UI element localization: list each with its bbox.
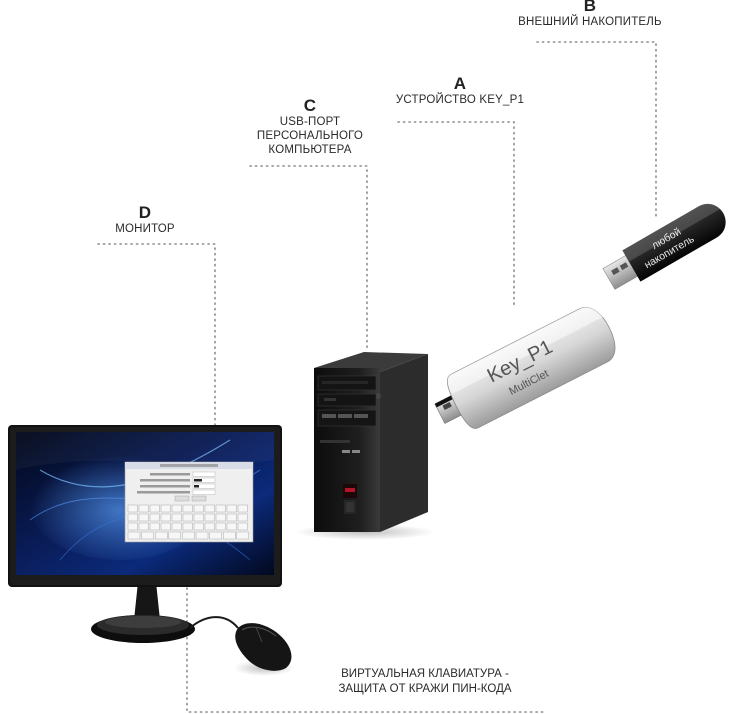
leader-line-d [97,243,216,427]
pc-tower [295,352,435,540]
label-a: A УСТРОЙСТВО KEY_P1 [360,74,560,107]
virtual-key [215,522,226,531]
virtual-key [204,513,215,522]
virtual-key [127,522,138,531]
leader-lines [97,41,657,713]
virtual-key [226,522,237,531]
virtual-key [193,522,204,531]
virtual-key [160,522,171,531]
virtual-key [237,522,248,531]
virtual-key [127,513,138,522]
virtual-key [171,513,182,522]
leader-line-b [536,41,657,221]
label-c-line3: КОМПЬЮТЕРА [268,144,352,156]
virtual-key [209,531,222,540]
virtual-key [168,531,182,540]
label-d-text: МОНИТОР [115,223,175,235]
virtual-key [160,513,171,522]
label-c-letter: C [303,96,317,115]
label-c: C USB-ПОРТ ПЕРСОНАЛЬНОГО КОМПЬЮТЕРА [240,96,380,157]
label-c-line1: USB-ПОРТ [279,116,341,128]
virtual-key [204,504,215,513]
virtual-key [127,504,138,513]
virtual-key [149,504,160,513]
virtual-key [149,522,160,531]
mouse [189,616,294,676]
virtual-key [237,513,248,522]
label-b: B ВНЕШНИЙ НАКОПИТЕЛЬ [490,0,690,29]
leader-line-c [249,165,368,351]
bottom-note: ВИРТУАЛЬНАЯ КЛАВИАТУРА - ЗАЩИТА ОТ КРАЖИ… [310,667,540,697]
virtual-key [154,531,168,540]
virtual-key [138,513,149,522]
monitor [8,425,282,643]
virtual-key [215,513,226,522]
flash-drive: любой накопитель [602,203,726,290]
label-a-letter: A [453,74,467,93]
virtual-key [182,513,193,522]
virtual-key [138,504,149,513]
virtual-key [149,513,160,522]
leader-line-keyboard [186,587,546,713]
label-d-letter: D [138,203,152,222]
virtual-key [222,531,236,540]
virtual-key [226,513,237,522]
virtual-key [237,504,248,513]
virtual-key [204,522,215,531]
virtual-key [182,504,193,513]
virtual-key [160,504,171,513]
virtual-keyboard-keys [127,504,250,540]
bottom-note-line2: ЗАЩИТА ОТ КРАЖИ ПИН-КОДА [338,683,512,695]
virtual-key [182,531,195,540]
virtual-key [215,504,226,513]
virtual-key [138,522,149,531]
virtual-key [182,522,193,531]
virtual-key [195,531,209,540]
virtual-key [171,504,182,513]
virtual-key [171,522,182,531]
virtual-key [236,531,250,540]
label-c-line2: ПЕРСОНАЛЬНОГО [256,130,364,142]
label-a-text: УСТРОЙСТВО KEY_P1 [395,94,525,106]
label-b-letter: B [583,0,597,15]
bottom-note-line1: ВИРТУАЛЬНАЯ КЛАВИАТУРА - [341,668,509,680]
label-b-text: ВНЕШНИЙ НАКОПИТЕЛЬ [518,16,662,28]
virtual-key [141,531,154,540]
label-d: D МОНИТОР [95,203,195,236]
leader-line-a [397,121,515,307]
virtual-key [226,504,237,513]
virtual-key [193,504,204,513]
key-p1-device: Key_P1 MultiClet [434,307,616,429]
virtual-key [127,531,141,540]
virtual-key [193,513,204,522]
